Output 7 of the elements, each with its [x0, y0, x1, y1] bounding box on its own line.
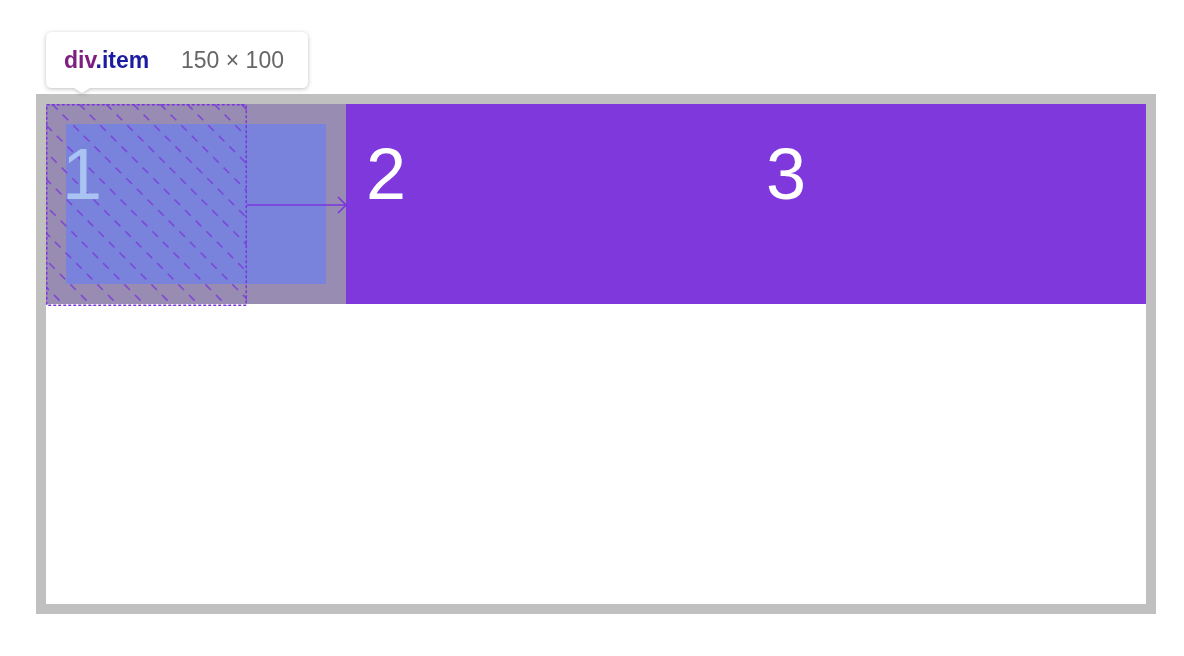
flex-container: [36, 94, 1156, 614]
flex-item: [346, 104, 746, 304]
item-number: 2: [366, 138, 407, 210]
flex-item: [46, 104, 346, 304]
item-number: 1: [62, 138, 103, 210]
item-number: 3: [766, 138, 807, 210]
flex-item: [746, 104, 1146, 304]
